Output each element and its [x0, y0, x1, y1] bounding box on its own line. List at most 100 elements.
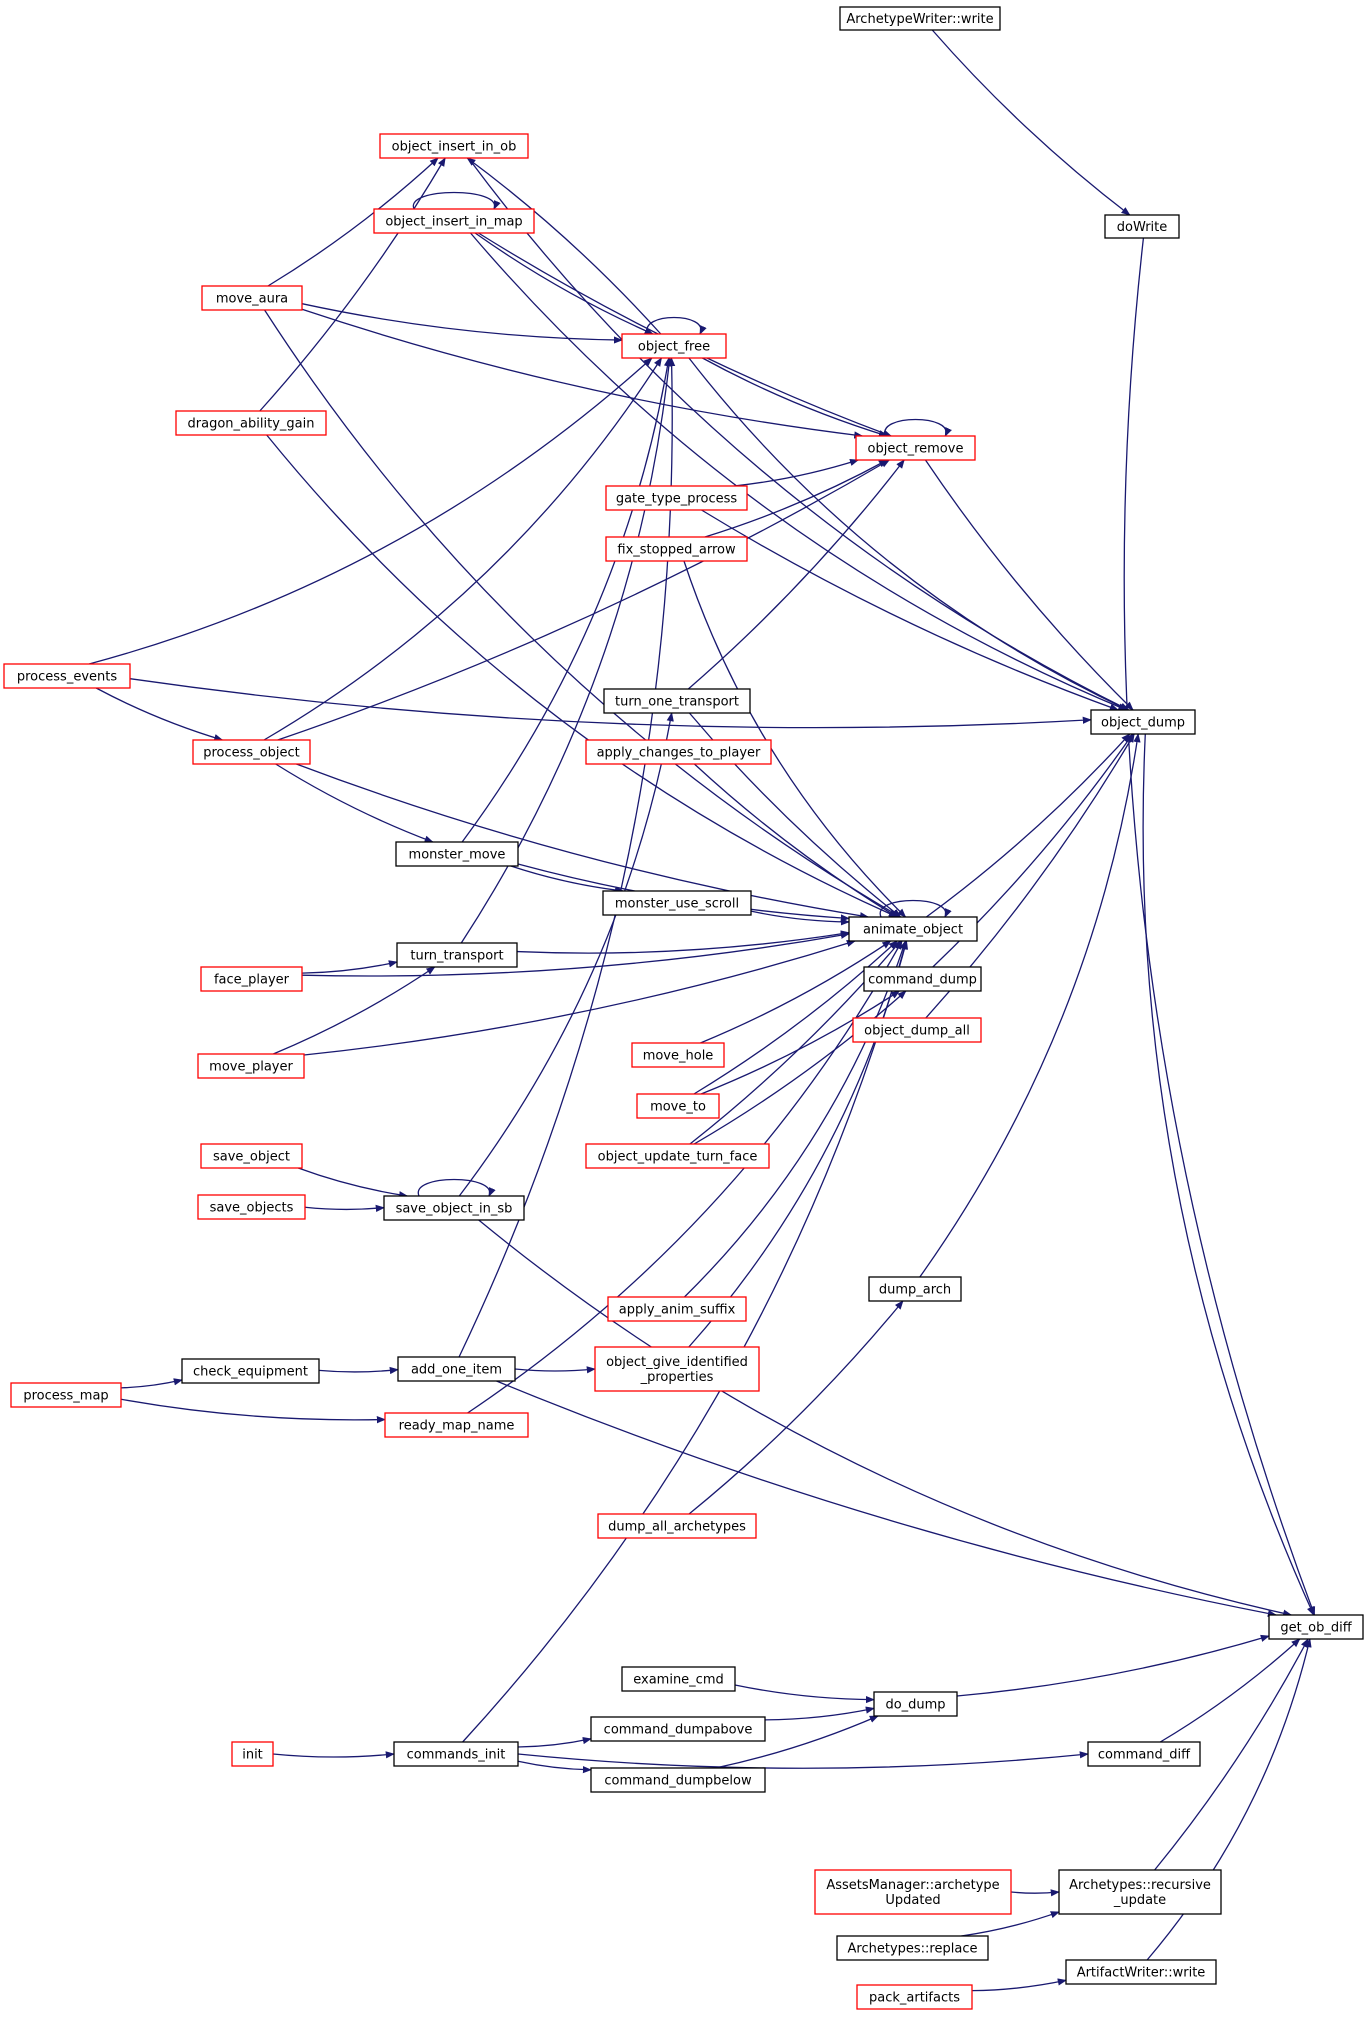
node-object-insert-in-map[interactable]: object_insert_in_map: [373, 208, 535, 234]
node-command-dump[interactable]: command_dump: [863, 966, 982, 992]
edge-path: [1142, 733, 1315, 1616]
node-dump-all-archetypes[interactable]: dump_all_archetypes: [597, 1513, 757, 1539]
node-dragon-ability-gain[interactable]: dragon_ability_gain: [175, 410, 327, 436]
edge-object-insert-in-map-to-object-dump: [470, 232, 1128, 711]
node-object-update-turn-face[interactable]: object_update_turn_face: [585, 1143, 770, 1169]
node-label: Updated: [885, 1893, 940, 1908]
node-do-dump[interactable]: do_dump: [873, 1691, 958, 1717]
node-object-give-identified-properties[interactable]: object_give_identified_properties: [594, 1346, 760, 1392]
edge-path: [1154, 1638, 1309, 1871]
node-monster-use-scroll[interactable]: monster_use_scroll: [602, 890, 752, 916]
node-dowrite[interactable]: doWrite: [1104, 214, 1180, 239]
node-move-aura[interactable]: move_aura: [201, 285, 303, 311]
node-label: fix_stopped_arrow: [617, 543, 736, 558]
node-box: [836, 1935, 989, 1961]
edge-process-map-to-ready-map-name: [120, 1398, 386, 1424]
node-examine-cmd[interactable]: examine_cmd: [621, 1666, 736, 1692]
node-box: [395, 841, 519, 867]
edge-path: [275, 763, 434, 843]
node-ready-map-name[interactable]: ready_map_name: [384, 1412, 529, 1438]
edge-turn-transport-to-animate-object: [516, 930, 850, 954]
edge-path: [750, 910, 850, 926]
node-box: [201, 285, 303, 311]
node-turn-one-transport[interactable]: turn_one_transport: [603, 688, 751, 714]
edge-gate-type-process-to-object-dump: [701, 509, 1119, 711]
node-apply-anim-suffix[interactable]: apply_anim_suffix: [607, 1296, 747, 1322]
node-command-diff[interactable]: command_diff: [1087, 1741, 1201, 1767]
node-label: doWrite: [1117, 220, 1168, 235]
node-label: command_dumpbelow: [604, 1774, 752, 1789]
node-object-remove[interactable]: object_remove: [855, 435, 976, 461]
edge-process-object-to-object-free: [263, 357, 663, 741]
edge-path: [919, 733, 1141, 1278]
node-box: [848, 916, 978, 942]
node-archetypes-replace[interactable]: Archetypes::replace: [836, 1935, 989, 1961]
node-pack-artifacts[interactable]: pack_artifacts: [856, 1984, 973, 2010]
node-label: dump_all_archetypes: [608, 1520, 746, 1535]
edge-path: [88, 357, 653, 665]
node-apply-changes-to-player[interactable]: apply_changes_to_player: [585, 739, 772, 765]
edge-path: [273, 966, 436, 1055]
node-label: do_dump: [885, 1698, 945, 1713]
node-box: [200, 1143, 303, 1169]
node-command-dumpbelow[interactable]: command_dumpbelow: [590, 1767, 766, 1793]
node-label: examine_cmd: [633, 1673, 724, 1688]
node-box: [3, 663, 131, 689]
node-face-player[interactable]: face_player: [200, 966, 303, 992]
node-object-insert-in-ob[interactable]: object_insert_in_ob: [379, 133, 529, 159]
node-artifactwriter-write[interactable]: ArtifactWriter::write: [1065, 1959, 1217, 1985]
node-label: command_diff: [1098, 1748, 1191, 1763]
node-save-object[interactable]: save_object: [200, 1143, 303, 1169]
edge-save-object-to-save-object-in-sb: [298, 1167, 409, 1199]
node-box: [585, 1143, 770, 1169]
edge-save-object-in-sb-to-save-object-in-sb: [417, 1178, 496, 1197]
node-gate-type-process[interactable]: gate_type_process: [605, 485, 748, 511]
node-command-dumpabove[interactable]: command_dumpabove: [590, 1716, 766, 1742]
node-get-ob-diff[interactable]: get_ob_diff: [1268, 1614, 1364, 1640]
node-process-map[interactable]: process_map: [10, 1382, 122, 1408]
node-add-one-item[interactable]: add_one_item: [397, 1356, 516, 1382]
node-label: add_one_item: [411, 1363, 502, 1378]
node-commands-init[interactable]: commands_init: [393, 1741, 519, 1767]
edge-path: [95, 687, 224, 742]
edge-path: [458, 712, 674, 1197]
node-object-free[interactable]: object_free: [621, 333, 727, 359]
node-init[interactable]: init: [231, 1741, 274, 1767]
node-animate-object[interactable]: animate_object: [848, 916, 978, 942]
node-turn-transport[interactable]: turn_transport: [396, 942, 518, 968]
node-label: move_player: [209, 1060, 293, 1075]
node-box: [621, 333, 727, 359]
node-label: init: [242, 1748, 263, 1763]
edge-object-dump-to-get-ob-diff: [1142, 733, 1315, 1616]
edge-monster-move-to-object-free: [461, 357, 672, 843]
node-archetypes-recursive-update[interactable]: Archetypes::recursive_update: [1058, 1869, 1222, 1915]
edge-dump-arch-to-object-dump: [919, 733, 1141, 1278]
node-save-objects[interactable]: save_objects: [197, 1194, 306, 1220]
node-object-dump-all[interactable]: object_dump_all: [852, 1017, 982, 1043]
node-object-dump[interactable]: object_dump: [1090, 709, 1196, 735]
node-label: save_object_in_sb: [396, 1202, 513, 1217]
node-process-object[interactable]: process_object: [192, 739, 311, 765]
edge-path: [272, 1751, 395, 1759]
node-process-events[interactable]: process_events: [3, 663, 131, 689]
edge-object-free-to-object-insert-in-ob: [466, 157, 662, 335]
edge-command-dumpbelow-to-do-dump: [715, 1715, 879, 1769]
edge-path: [296, 763, 870, 920]
edge-path: [961, 1911, 1060, 1937]
node-move-player[interactable]: move_player: [197, 1053, 305, 1079]
node-save-object-in-sb[interactable]: save_object_in_sb: [383, 1195, 525, 1221]
node-label: object_dump_all: [864, 1024, 970, 1039]
node-check-equipment[interactable]: check_equipment: [181, 1358, 320, 1384]
edge-path: [734, 1684, 875, 1704]
node-move-hole[interactable]: move_hole: [631, 1042, 725, 1068]
edge-face-player-to-turn-transport: [301, 960, 398, 974]
node-dump-arch[interactable]: dump_arch: [868, 1276, 962, 1302]
node-move-to[interactable]: move_to: [636, 1093, 720, 1119]
node-monster-move[interactable]: monster_move: [395, 841, 519, 867]
edge-path: [510, 865, 625, 894]
edge-object-insert-in-map-to-object-free: [474, 232, 654, 335]
node-archetypewriter-write[interactable]: ArchetypeWriter::write: [839, 6, 1001, 31]
node-fix-stopped-arrow[interactable]: fix_stopped_arrow: [605, 536, 748, 562]
node-box: [814, 1869, 1012, 1915]
